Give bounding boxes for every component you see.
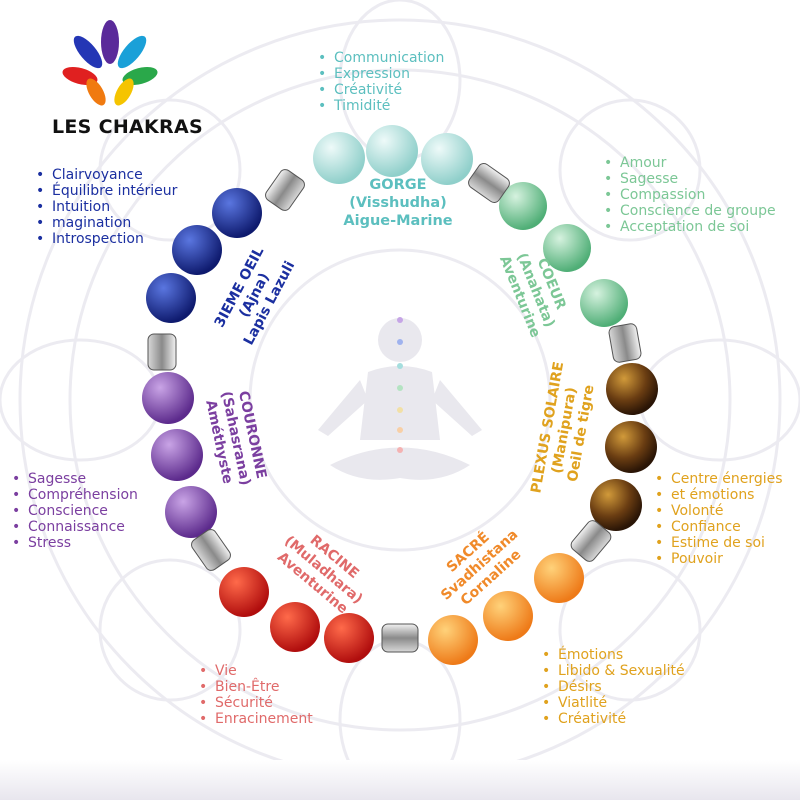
silver-spacer	[265, 169, 305, 211]
chakra-points	[397, 317, 403, 453]
list-item: Estime de soi	[653, 535, 783, 551]
list-item: Timidité	[316, 98, 444, 114]
silver-spacer	[147, 333, 177, 371]
list-item: Bien-Être	[197, 679, 313, 695]
list-item: Stress	[10, 535, 138, 551]
bead	[499, 182, 547, 230]
bracelet-beads	[142, 125, 658, 665]
sacral-benefits-list: ÉmotionsLibido & SexualitéDésirsViatlité…	[540, 647, 685, 727]
list-item: Compréhension	[10, 487, 138, 503]
list-item: Pouvoir	[653, 551, 783, 567]
bead	[151, 429, 203, 481]
list-item: Amour	[602, 155, 776, 171]
bead	[590, 479, 642, 531]
root-benefits-list: VieBien-ÊtreSécuritéEnracinement	[197, 663, 313, 727]
list-item: Sagesse	[10, 471, 138, 487]
throat-chakra-sanskrit: (Visshudha)	[349, 195, 447, 211]
list-item: Clairvoyance	[34, 167, 177, 183]
list-item: Communication	[316, 50, 444, 66]
silver-spacer	[570, 520, 612, 562]
throat-chakra-stone: Aigue-Marine	[343, 213, 453, 229]
silver-spacer	[381, 623, 419, 653]
bead	[606, 363, 658, 415]
list-item: Sécurité	[197, 695, 313, 711]
bottom-decoration	[0, 760, 800, 800]
list-item: Conscience	[10, 503, 138, 519]
bead	[324, 613, 374, 663]
bead	[483, 591, 533, 641]
list-item: Volonté	[653, 503, 783, 519]
list-item: Désirs	[540, 679, 685, 695]
list-item: Équilibre intérieur	[34, 183, 177, 199]
bead	[534, 553, 584, 603]
bead	[428, 615, 478, 665]
throat-chakra-label: GORGE (Visshudha) Aigue-Marine	[328, 176, 468, 230]
list-item: Créativité	[316, 82, 444, 98]
silver-spacer	[191, 529, 231, 571]
bead	[580, 279, 628, 327]
bead	[543, 224, 591, 272]
list-item: Conscience de groupe	[602, 203, 776, 219]
bead	[172, 225, 222, 275]
list-item: magination	[34, 215, 177, 231]
list-item: Vie	[197, 663, 313, 679]
list-item: Créativité	[540, 711, 685, 727]
bead	[212, 188, 262, 238]
list-item: Introspection	[34, 231, 177, 247]
list-item: Viatlité	[540, 695, 685, 711]
list-item: Expression	[316, 66, 444, 82]
bead	[421, 133, 473, 185]
throat-benefits-list: CommunicationExpressionCréativitéTimidit…	[316, 50, 444, 114]
list-item: Libido & Sexualité	[540, 663, 685, 679]
third-eye-benefits-list: ClairvoyanceÉquilibre intérieurIntuition…	[34, 167, 177, 247]
silver-spacer	[468, 163, 510, 203]
list-item: Sagesse	[602, 171, 776, 187]
solar-benefits-list: Centre énergieset émotionsVolontéConfian…	[653, 471, 783, 567]
list-item: Intuition	[34, 199, 177, 215]
silver-spacer	[608, 323, 642, 363]
list-item: Confiance	[653, 519, 783, 535]
page-title: LES CHAKRAS	[52, 116, 203, 138]
list-item: Compassion	[602, 187, 776, 203]
bead	[366, 125, 418, 177]
lotus-logo	[62, 20, 158, 106]
bead	[165, 486, 217, 538]
list-item: Acceptation de soi	[602, 219, 776, 235]
list-item: Connaissance	[10, 519, 138, 535]
list-item: Enracinement	[197, 711, 313, 727]
bead	[313, 132, 365, 184]
bead	[146, 273, 196, 323]
list-item: Centre énergies	[653, 471, 783, 487]
crown-benefits-list: SagesseCompréhensionConscienceConnaissan…	[10, 471, 138, 551]
list-item: Émotions	[540, 647, 685, 663]
list-item: et émotions	[653, 487, 783, 503]
throat-chakra-name: GORGE	[369, 177, 427, 193]
bead	[142, 372, 194, 424]
heart-benefits-list: AmourSagesseCompassionConscience de grou…	[602, 155, 776, 235]
bead	[605, 421, 657, 473]
bead	[270, 602, 320, 652]
bead	[219, 567, 269, 617]
